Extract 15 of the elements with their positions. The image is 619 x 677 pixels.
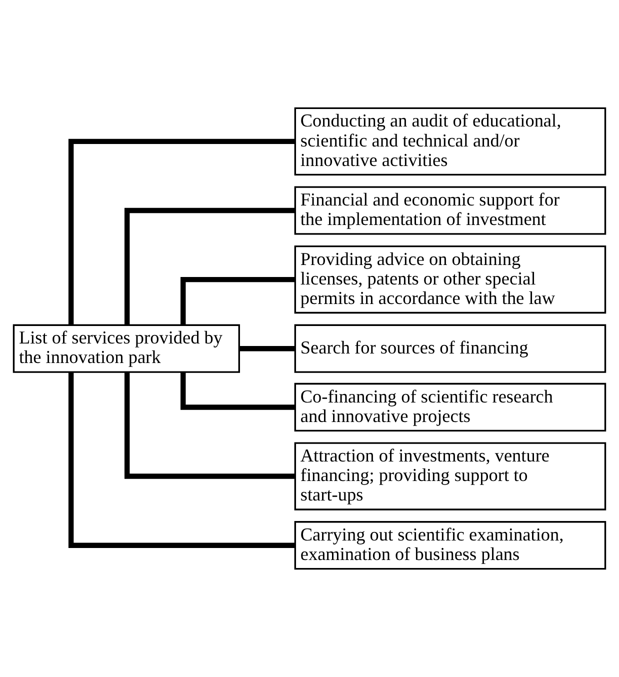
node-box: Providing advice on obtaining licenses, patents or other special permits in accordance with the law (294, 245, 606, 314)
connector (124, 372, 295, 479)
node-box: Carrying out scientific examination, examination of business plans (294, 521, 606, 570)
node-box: Co-financing of scientific research and innovative projects (294, 382, 606, 432)
connector (68, 372, 295, 548)
connector (239, 346, 296, 352)
node-box: Search for sources of financing (294, 324, 606, 373)
connector (180, 372, 295, 410)
connector (124, 208, 295, 325)
node-box: Conducting an audit of educational, scientific and technical and/or innovative activities (294, 107, 606, 176)
node-box: Financial and economic support for the implementation of investment (294, 186, 606, 235)
connector (68, 138, 295, 325)
node-box: Attraction of investments, venture financing; providing support to start-ups (294, 442, 606, 510)
connector (180, 276, 295, 325)
node-box: List of services provided by the innovation park (12, 324, 240, 373)
